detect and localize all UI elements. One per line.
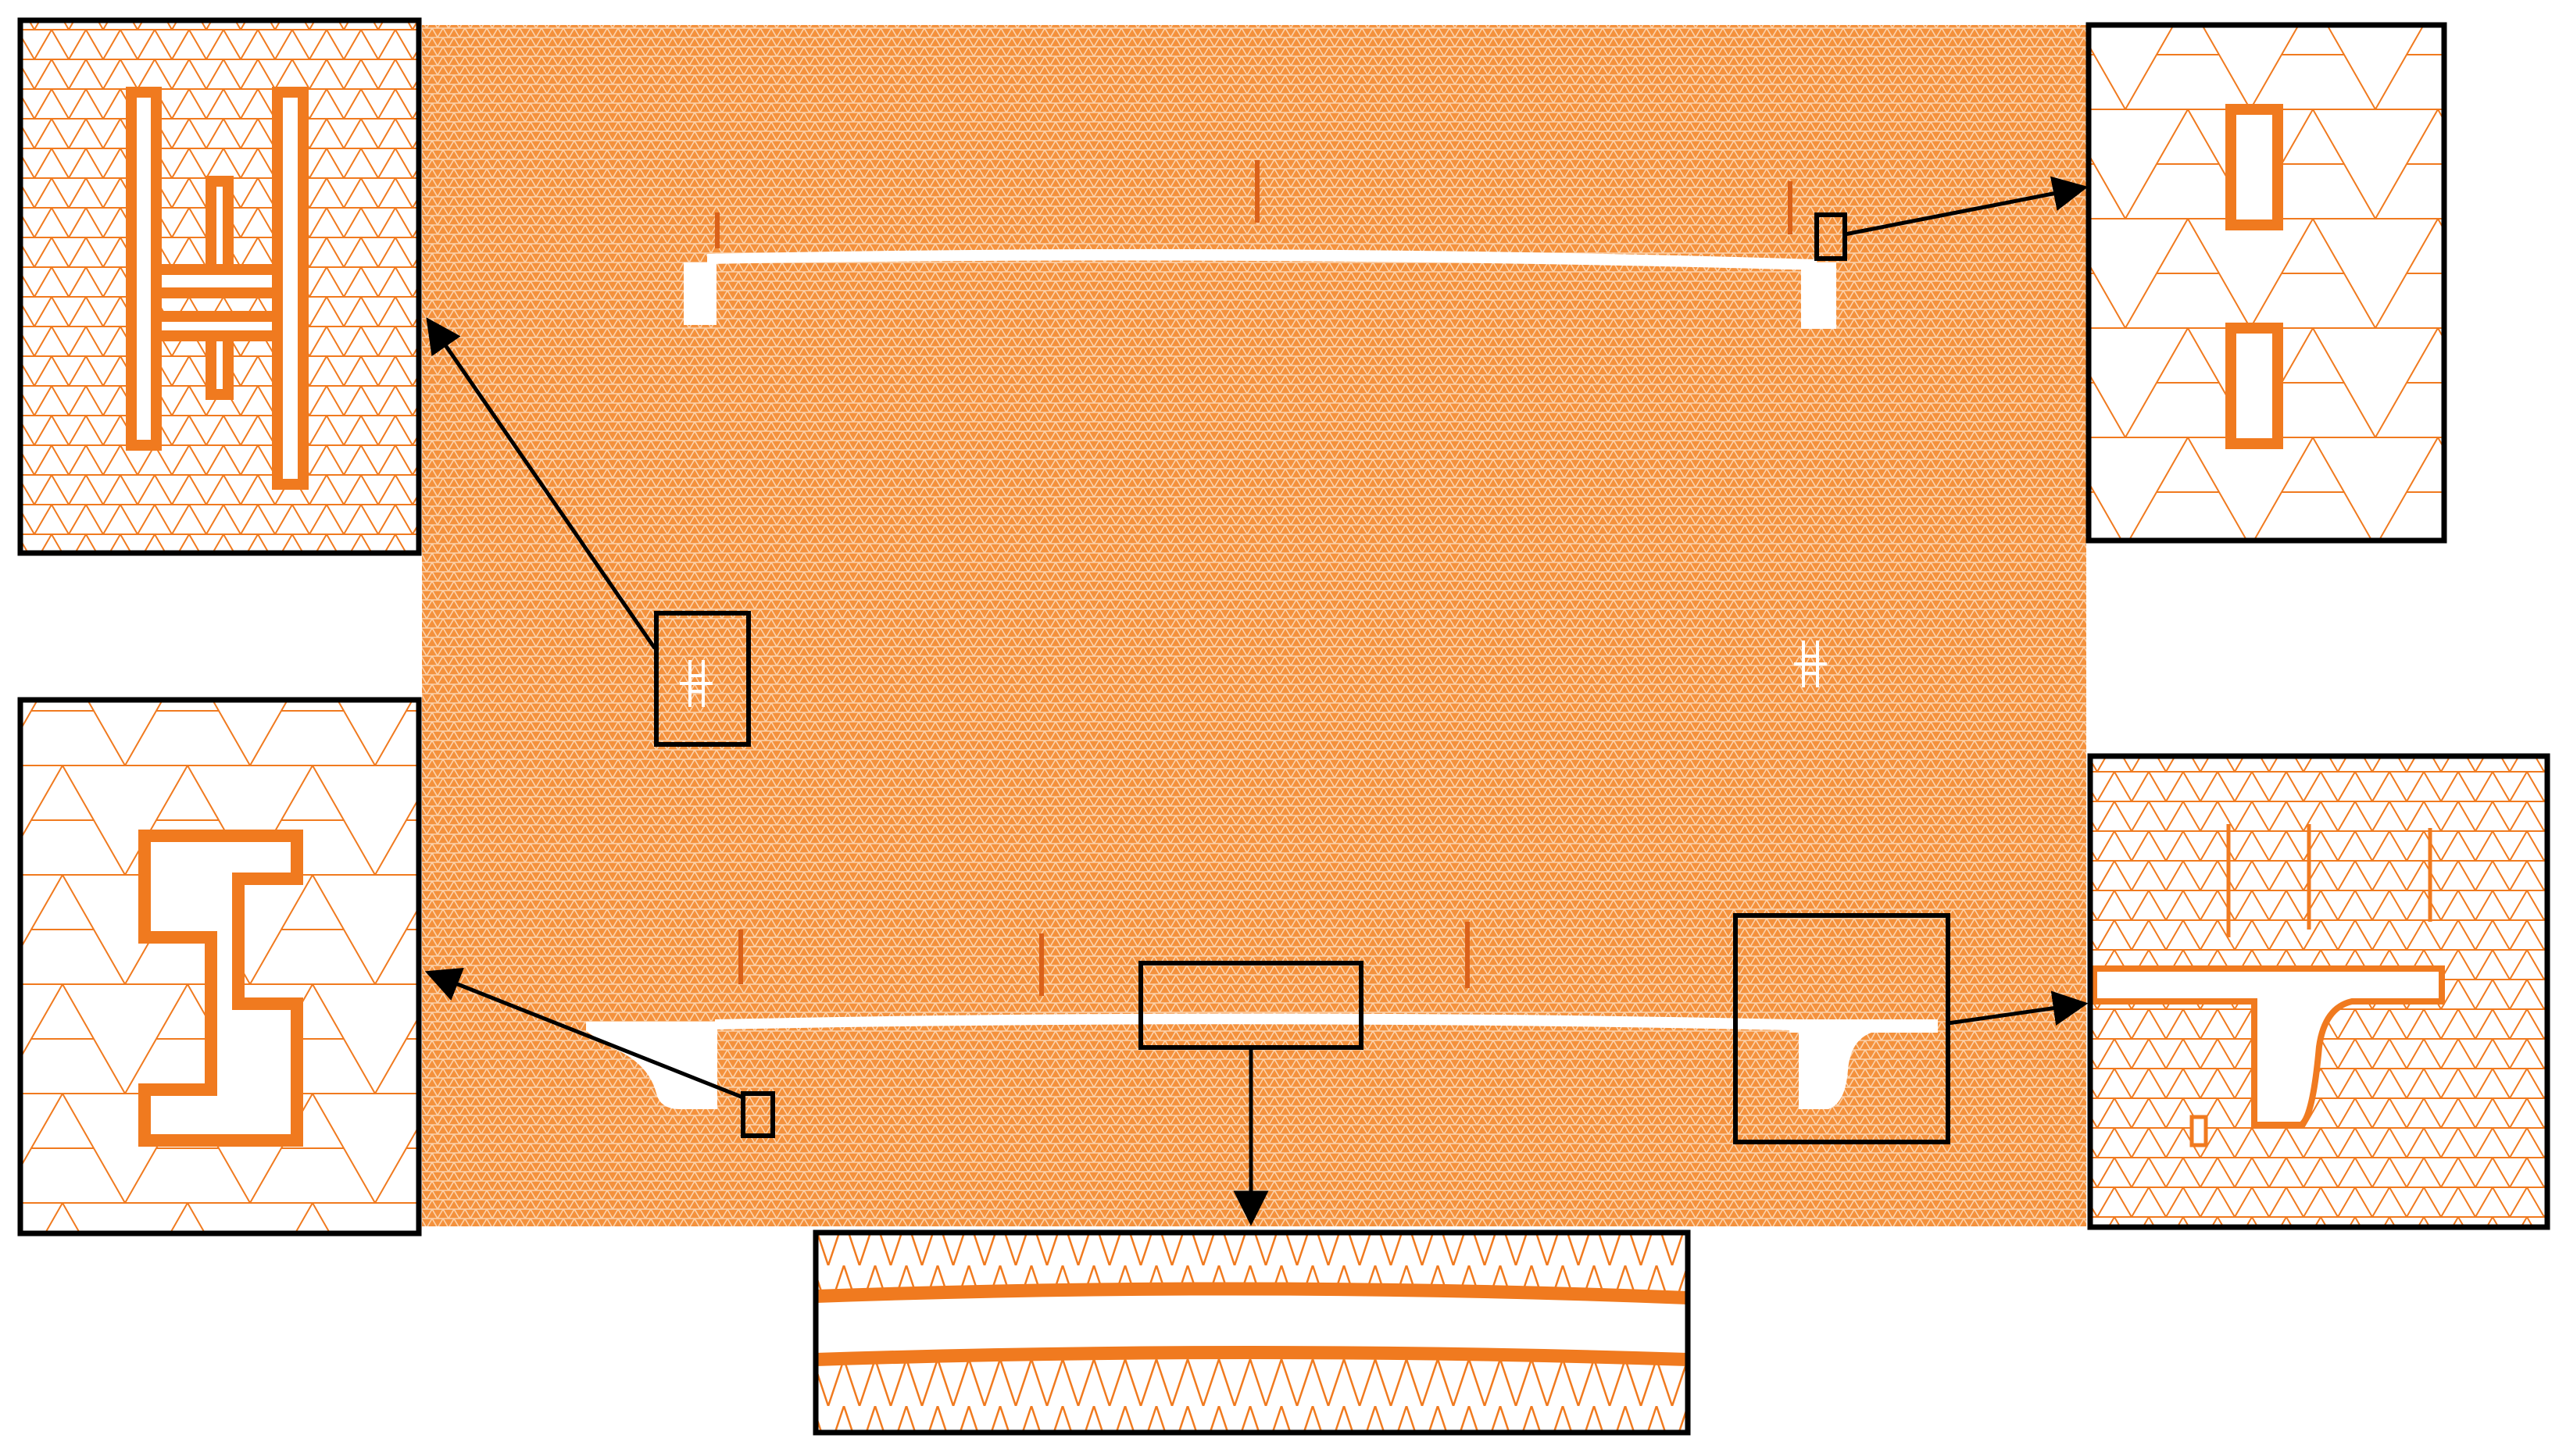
- focus-box-bottom-left: [741, 1091, 775, 1138]
- small-h-void: [2189, 1115, 2208, 1147]
- arrow-to-top-right: [1844, 176, 2089, 237]
- inset-bottom-center: [813, 1229, 1691, 1436]
- top-left-post: [715, 212, 720, 248]
- inset-top-right: [2085, 22, 2447, 544]
- bottom-left-pier: [586, 1022, 717, 1109]
- arrow-to-bottom-right: [1947, 990, 2089, 1026]
- top-right-pier: [1801, 262, 1836, 329]
- focus-box-bottom-right: [1733, 913, 1950, 1144]
- top-deck-beam: [707, 248, 1817, 270]
- arrow-to-bottom-left: [424, 968, 744, 1100]
- bottom-right-pier: [1789, 1019, 1938, 1109]
- mid-right-void: [1794, 641, 1827, 687]
- focus-box-mid-left: [654, 611, 751, 747]
- bottom-center-post: [1039, 933, 1044, 996]
- lower-rect-void: [2225, 323, 2283, 449]
- h-void-coarse: [138, 830, 303, 1147]
- mid-left-void: [680, 660, 713, 707]
- top-deck: [684, 160, 1836, 329]
- arrow-to-top-left: [426, 317, 657, 650]
- top-left-pier: [684, 262, 717, 325]
- pier-deck-shape: [2091, 965, 2445, 1128]
- bottom-left-post: [738, 930, 743, 984]
- main-mesh-view: [422, 25, 2086, 1226]
- h-void-shape: [126, 87, 309, 490]
- upper-rect-void: [2225, 104, 2283, 230]
- inset-bottom-left: [17, 697, 422, 1237]
- bottom-right-post: [1465, 922, 1470, 988]
- inset-bottom-right: [2087, 753, 2550, 1230]
- top-center-post: [1255, 160, 1260, 223]
- bottom-deck: [586, 922, 1938, 1109]
- connector-arrows: [424, 176, 2089, 1226]
- top-right-post: [1788, 181, 1792, 234]
- focus-box-top-right: [1814, 212, 1847, 261]
- inset-top-left: [17, 17, 422, 556]
- bottom-deck-beam: [715, 1013, 1789, 1030]
